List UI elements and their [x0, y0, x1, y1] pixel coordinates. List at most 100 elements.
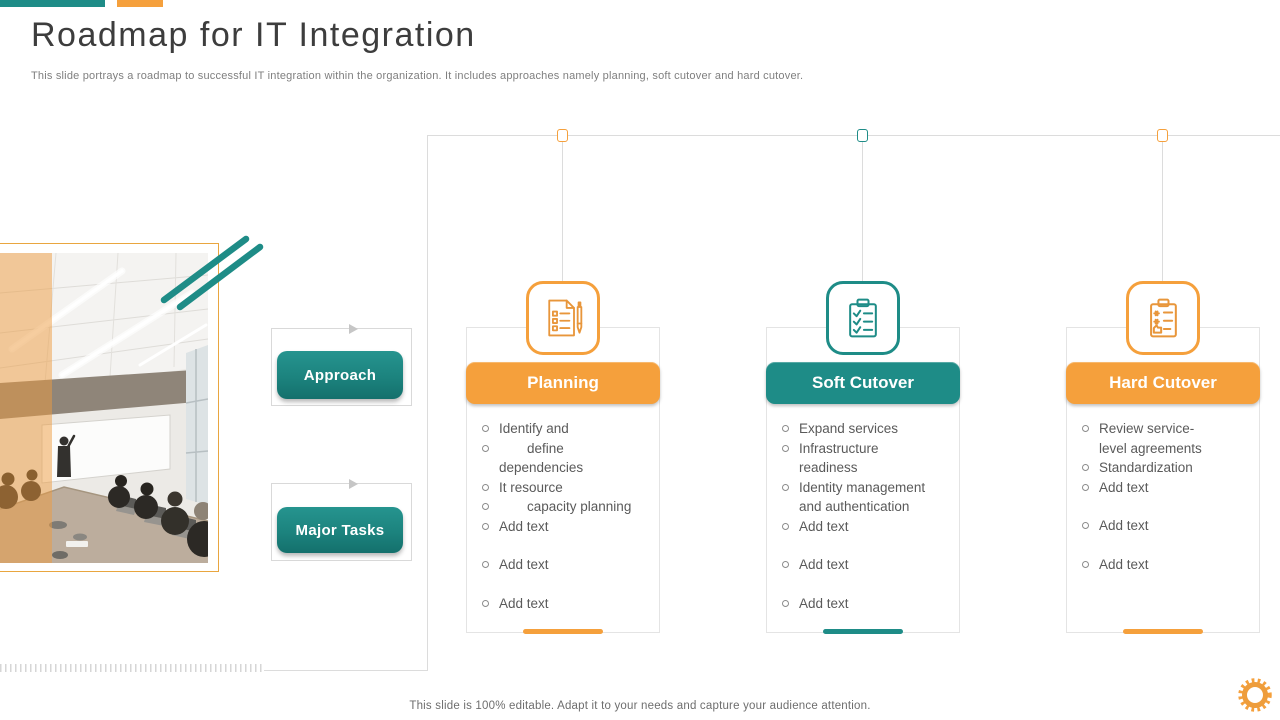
container-left-line — [427, 135, 428, 670]
top-strip-orange — [117, 0, 163, 7]
bullet-icon — [482, 503, 489, 510]
list-item: Add text — [482, 555, 660, 575]
connector-node — [1157, 129, 1168, 142]
list-item: define — [482, 439, 660, 459]
approach-outline-box — [271, 324, 412, 406]
list-item-text: Standardization — [1099, 460, 1193, 475]
list-item-text: define — [527, 440, 564, 456]
bullet-icon — [1082, 560, 1089, 568]
list-item-text: Infrastructure — [799, 440, 879, 456]
column-header: Soft Cutover — [766, 362, 960, 404]
major-tasks-label: Major Tasks — [277, 507, 403, 553]
top-strip-teal — [0, 0, 105, 7]
list-item: Add text — [782, 594, 960, 614]
bullet-icon — [482, 483, 489, 491]
bullet-icon — [782, 599, 789, 607]
column-task-list: Identify and define dependencies It resourc… — [466, 419, 660, 613]
list-item: and authentication — [782, 497, 960, 517]
bullet-icon — [482, 561, 489, 568]
column-header: Planning — [466, 362, 660, 404]
list-item-text: and authentication — [799, 499, 910, 514]
list-item: Add text — [782, 517, 960, 537]
arrow-right-icon — [349, 324, 358, 334]
bullet-icon — [782, 522, 789, 530]
connector-node — [557, 129, 568, 142]
list-item-text: Add text — [499, 595, 549, 611]
list-item: Standardization — [1082, 458, 1260, 478]
list-item: Add text — [482, 594, 660, 614]
list-item-text: Add text — [499, 557, 549, 572]
list-item: level agreements — [1082, 439, 1260, 459]
list-item-text: Add text — [799, 557, 849, 572]
bullet-icon — [1082, 464, 1089, 471]
bullet-icon — [482, 599, 489, 607]
connector-node — [857, 129, 868, 142]
list-item: Add text — [1082, 555, 1260, 575]
container-bottom-line — [264, 670, 428, 671]
list-item-text: Add text — [1099, 479, 1149, 495]
list-item-text: Review service- — [1099, 421, 1195, 436]
page-subtitle: This slide portrays a roadmap to success… — [31, 70, 804, 82]
page-title: Roadmap for IT Integration — [31, 16, 476, 54]
dotted-line — [0, 664, 262, 672]
list-item-text: level agreements — [1099, 440, 1202, 456]
list-item: dependencies — [482, 458, 660, 478]
list-item-text: Expand services — [799, 421, 899, 436]
approach-label: Approach — [277, 351, 403, 399]
card-accent-bar — [1123, 629, 1203, 634]
list-item-text: It resource — [499, 479, 563, 495]
list-item-text: Add text — [1099, 518, 1149, 533]
list-item: It resource — [482, 478, 660, 498]
list-item: readiness — [782, 458, 960, 478]
column-title: Soft Cutover — [812, 373, 914, 392]
meeting-room-illustration — [0, 253, 208, 563]
list-item-text: Identity management — [799, 479, 926, 495]
list-item: Infrastructure — [782, 439, 960, 459]
column-header: Hard Cutover — [1066, 362, 1260, 404]
container-top-line — [427, 135, 1280, 136]
photo-frame — [0, 243, 219, 572]
list-item-text: capacity planning — [527, 499, 632, 514]
bullet-icon — [1082, 483, 1089, 491]
list-item-text: Add text — [1099, 556, 1149, 572]
connector-line — [562, 135, 563, 282]
list-item: Add text — [482, 517, 660, 537]
bullet-icon — [482, 522, 489, 530]
list-item-text: Identify and — [499, 421, 569, 436]
gear-logo-icon — [1238, 678, 1272, 712]
bullet-icon — [482, 444, 489, 452]
bullet-icon — [782, 425, 789, 432]
clipboard-approved-icon — [1126, 281, 1200, 355]
list-item: Add text — [1082, 478, 1260, 498]
list-item: Identity management — [782, 478, 960, 498]
major-tasks-label-text: Major Tasks — [295, 521, 385, 539]
list-item-text: Add text — [499, 518, 549, 534]
list-item: Add text — [782, 555, 960, 575]
list-item-text: dependencies — [499, 460, 584, 475]
card-accent-bar — [823, 629, 903, 634]
bullet-icon — [782, 483, 789, 491]
bullet-icon — [482, 425, 489, 432]
document-pen-icon — [526, 281, 600, 355]
clipboard-checklist-icon — [826, 281, 900, 355]
list-item-text: Add text — [799, 595, 849, 611]
list-item: Identify and — [482, 419, 660, 439]
bullet-icon — [1082, 522, 1089, 529]
footer-note: This slide is 100% editable. Adapt it to… — [409, 700, 871, 712]
list-item: Add text — [1082, 516, 1260, 536]
list-item-text: Add text — [799, 518, 849, 534]
column-title: Planning — [527, 373, 599, 392]
arrow-right-icon — [349, 479, 358, 489]
card-accent-bar — [523, 629, 603, 634]
bullet-icon — [782, 444, 789, 452]
column-title: Hard Cutover — [1109, 373, 1217, 392]
major-tasks-outline-box — [271, 479, 412, 561]
meeting-room-photo — [0, 253, 208, 563]
list-item: Expand services — [782, 419, 960, 439]
